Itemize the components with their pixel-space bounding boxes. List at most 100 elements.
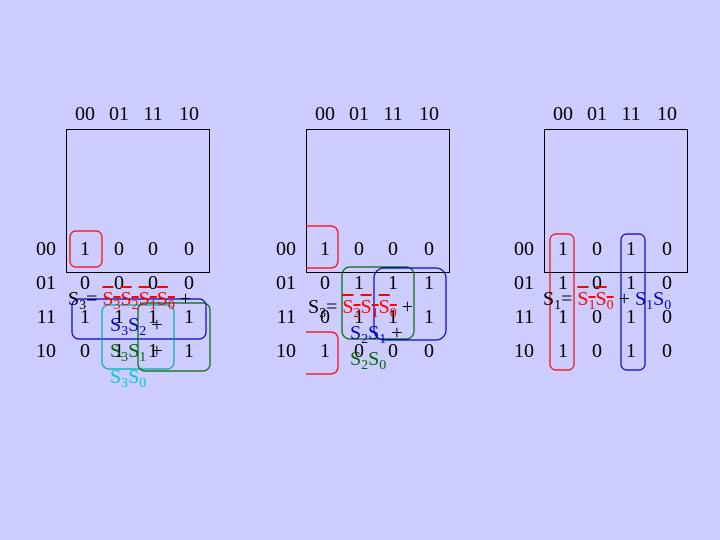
kmap-cell: 1 [626,238,636,260]
row-header: 00 [276,238,296,260]
equation-line: S1= S1S0 + S1S0 [543,288,672,313]
kmap-cell: 1 [320,340,330,362]
kmap-cell: 0 [662,272,672,294]
row-header: 11 [514,306,534,328]
kmap-cell: 0 [320,306,330,328]
kmap-cell: 0 [148,238,158,260]
equation-term: S2 [350,348,369,373]
column-header: 10 [179,103,199,125]
kmap-cell: 1 [184,340,194,362]
row-header: 11 [36,306,56,328]
kmap-cell: 1 [558,238,568,260]
equation-line: S3= S2S1S0 + [308,296,414,321]
equation-term: S1 [138,288,157,313]
row-header: 10 [514,340,534,362]
kmap-cell: 1 [558,272,568,294]
kmap-cell: 0 [80,340,90,362]
equation-term: S1 [634,288,654,313]
column-header: 11 [621,103,641,125]
kmap-cell: 0 [184,272,194,294]
kmap-cell: 1 [626,340,636,362]
column-header: 00 [75,103,95,125]
equation-operator: + [386,322,403,344]
kmap-cell: 0 [114,272,124,294]
kmap-cell: 0 [388,340,398,362]
row-header: 10 [36,340,56,362]
kmap-cell: 0 [592,340,602,362]
kmap-cell: 1 [114,340,124,362]
kmap-cell: 0 [354,340,364,362]
equation-term: S2 [128,314,147,339]
column-header: 01 [587,103,607,125]
equation-term: S2 [342,296,361,321]
kmap-cell: 1 [114,306,124,328]
kmap-cell: 1 [354,306,364,328]
kmap-3-grid [544,129,688,273]
kmap-cell: 1 [424,272,434,294]
column-header: 00 [315,103,335,125]
equation-term: S3 [110,340,129,365]
kmap-cell: 1 [184,306,194,328]
column-header: 01 [349,103,369,125]
kmap-cell: 0 [592,238,602,260]
equation-line: S2S0 [350,348,386,373]
equation-term: S1 [360,296,379,321]
kmap-1-grid [66,129,210,273]
column-header: 11 [383,103,403,125]
kmap-cell: 0 [388,238,398,260]
row-header: 10 [276,340,296,362]
column-header: 10 [657,103,677,125]
row-header: 00 [36,238,56,260]
equation-lhs: S3= [308,296,343,321]
equation-term: S0 [128,366,147,391]
kmap-cell: 0 [184,238,194,260]
column-header: 10 [419,103,439,125]
equation-term: S1 [577,288,596,313]
row-header: 00 [514,238,534,260]
equation-line: S2S1 + [350,322,403,347]
equation-line: S3S0 [110,366,147,391]
equation-operator: + [146,314,163,336]
kmap-cell: 0 [114,238,124,260]
equation-term: S0 [653,288,672,313]
kmap-cell: 1 [80,238,90,260]
kmap-cell: 1 [558,306,568,328]
equation-term: S0 [378,296,397,321]
kmap-cell: 0 [662,306,672,328]
kmap-cell: 1 [558,340,568,362]
kmap-cell: 1 [148,340,158,362]
column-header: 01 [109,103,129,125]
kmap-cell: 0 [148,272,158,294]
kmap-cell: 0 [320,272,330,294]
equation-term: S3 [110,366,129,391]
equation-term: S1 [128,340,147,365]
equation-line: S3S1 + [110,340,163,365]
row-header: 01 [36,272,56,294]
kmap-cell: 0 [662,238,672,260]
kmap-cell: 0 [662,340,672,362]
kmap-cell: 1 [388,272,398,294]
kmap-cell: 1 [626,272,636,294]
equation-operator: + [146,340,163,362]
equation-line: S3= S3S2S1S0 + [68,288,192,313]
row-header: 01 [276,272,296,294]
equation-operator: + [613,288,635,310]
row-header: 01 [514,272,534,294]
kmap-cell: 0 [424,340,434,362]
kmap-cell: 1 [388,306,398,328]
equation-line: S3S2 + [110,314,163,339]
kmap-cell: 1 [80,306,90,328]
equation-operator: + [174,288,192,310]
kmap-cell: 0 [592,272,602,294]
row-header: 11 [276,306,296,328]
kmap-cell: 1 [354,272,364,294]
equation-term: S1 [368,322,387,347]
equation-operator: + [396,296,414,318]
kmap-cell: 1 [424,306,434,328]
kmap-cell: 0 [424,238,434,260]
equation-term: S0 [595,288,614,313]
equation-term: S0 [156,288,175,313]
